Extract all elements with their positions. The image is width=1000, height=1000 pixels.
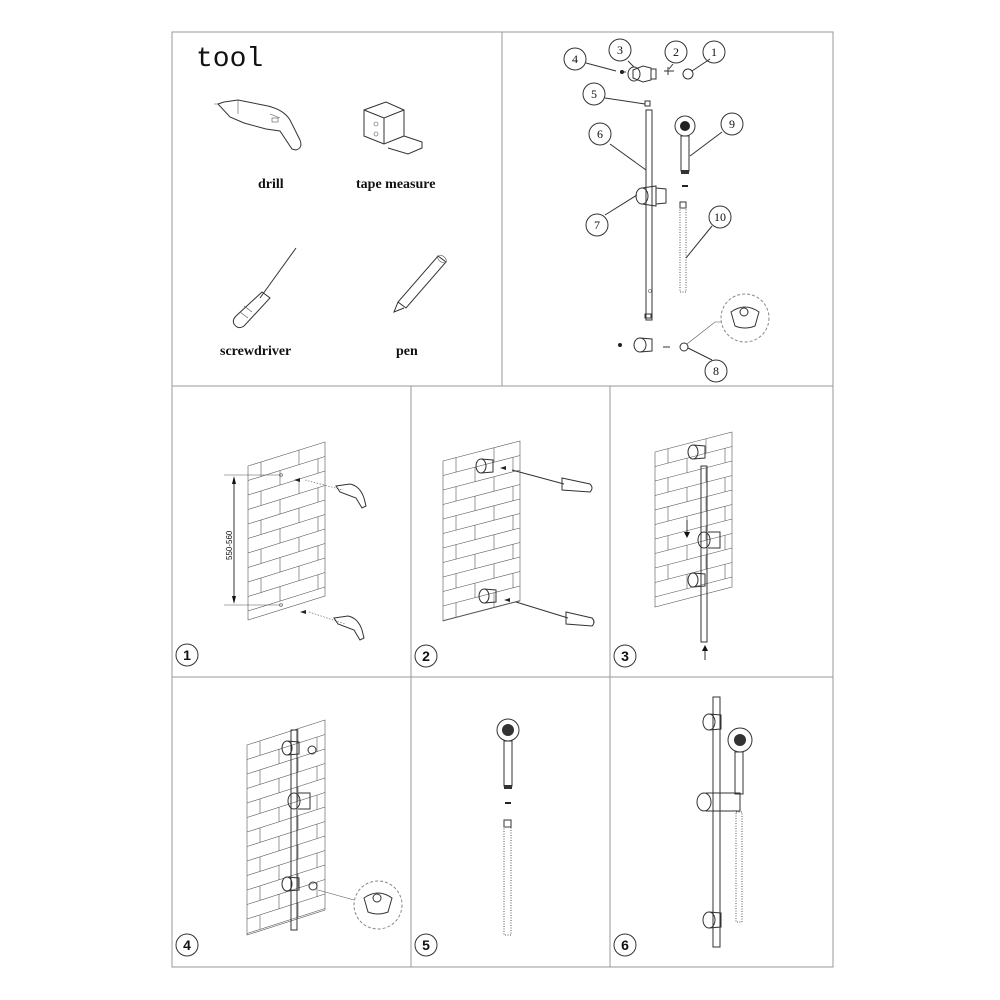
step-number-1: 1 <box>175 643 199 667</box>
svg-text:7: 7 <box>594 218 600 232</box>
hand-shower <box>674 115 696 187</box>
callout-7: 7 <box>585 213 609 237</box>
tools-title: tool <box>196 44 263 75</box>
tool-label-pen: pen <box>396 344 418 359</box>
panel-grid <box>171 31 834 968</box>
svg-text:10: 10 <box>714 210 726 224</box>
step-number-4: 4 <box>175 933 199 957</box>
step-2-fix-brackets <box>475 458 595 627</box>
callout-6: 6 <box>588 122 612 146</box>
shower-hose <box>679 201 687 293</box>
brick-wall <box>247 441 326 621</box>
tool-label-drill: drill <box>258 177 284 192</box>
slide-rail <box>644 100 653 321</box>
callout-8: 8 <box>704 359 728 383</box>
wall-bracket-bottom <box>618 337 689 353</box>
step-3-insert-rail <box>684 444 721 660</box>
callout-4: 4 <box>563 47 587 71</box>
step-1-drill-holes: 550-560 <box>224 473 367 641</box>
step-5-connect-hose <box>496 718 520 936</box>
screw-part <box>664 67 674 75</box>
drill-icon <box>333 483 367 641</box>
callout-3: 3 <box>608 38 632 62</box>
brick-wall <box>442 440 521 622</box>
step-6-completed-assembly <box>696 696 753 948</box>
svg-text:3: 3 <box>621 648 629 664</box>
pen-icon <box>393 254 447 313</box>
svg-text:5: 5 <box>422 937 430 953</box>
step-number-2: 2 <box>414 644 438 668</box>
tool-label-screwdriver: screwdriver <box>220 344 291 359</box>
callout-1: 1 <box>702 40 726 64</box>
slider-holder <box>635 185 667 207</box>
drill-icon <box>214 99 302 151</box>
brick-wall <box>654 431 733 608</box>
svg-text:5: 5 <box>591 87 597 101</box>
callout-9: 9 <box>720 112 744 136</box>
leader-lines <box>585 58 723 361</box>
svg-text:4: 4 <box>183 937 191 953</box>
svg-text:4: 4 <box>572 52 578 66</box>
screwdriver-icon <box>511 469 595 627</box>
callout-10: 10 <box>708 205 732 229</box>
svg-text:2: 2 <box>673 45 679 59</box>
step-4-attach-caps <box>281 729 403 931</box>
wall-bracket-top <box>620 65 657 83</box>
screwdriver-icon <box>232 247 297 329</box>
svg-text:3: 3 <box>617 43 623 57</box>
tools-panel: tool drill tape measure screwdriver pen <box>196 44 447 359</box>
svg-text:6: 6 <box>597 127 603 141</box>
step-number-6: 6 <box>613 933 637 957</box>
arrow-up-icon <box>702 645 708 651</box>
end-cap-part <box>682 68 694 80</box>
svg-text:1: 1 <box>711 45 717 59</box>
callout-5: 5 <box>582 82 606 106</box>
tool-label-tape-measure: tape measure <box>356 177 435 192</box>
svg-text:1: 1 <box>183 647 191 663</box>
dimension-line: 550-560 <box>224 474 282 606</box>
arrow-down-icon <box>684 532 690 538</box>
dimension-label: 550-560 <box>225 530 234 560</box>
svg-text:8: 8 <box>713 364 719 378</box>
step-number-3: 3 <box>613 644 637 668</box>
svg-text:2: 2 <box>422 648 430 664</box>
svg-text:9: 9 <box>729 117 735 131</box>
parts-exploded-view: 1 2 3 4 5 6 7 8 9 10 <box>563 38 770 383</box>
brick-wall <box>246 719 326 936</box>
step-number-5: 5 <box>414 933 438 957</box>
tape-measure-icon <box>363 101 423 155</box>
callout-2: 2 <box>664 40 688 64</box>
svg-text:6: 6 <box>621 937 629 953</box>
detail-zoom-circle <box>686 293 770 345</box>
